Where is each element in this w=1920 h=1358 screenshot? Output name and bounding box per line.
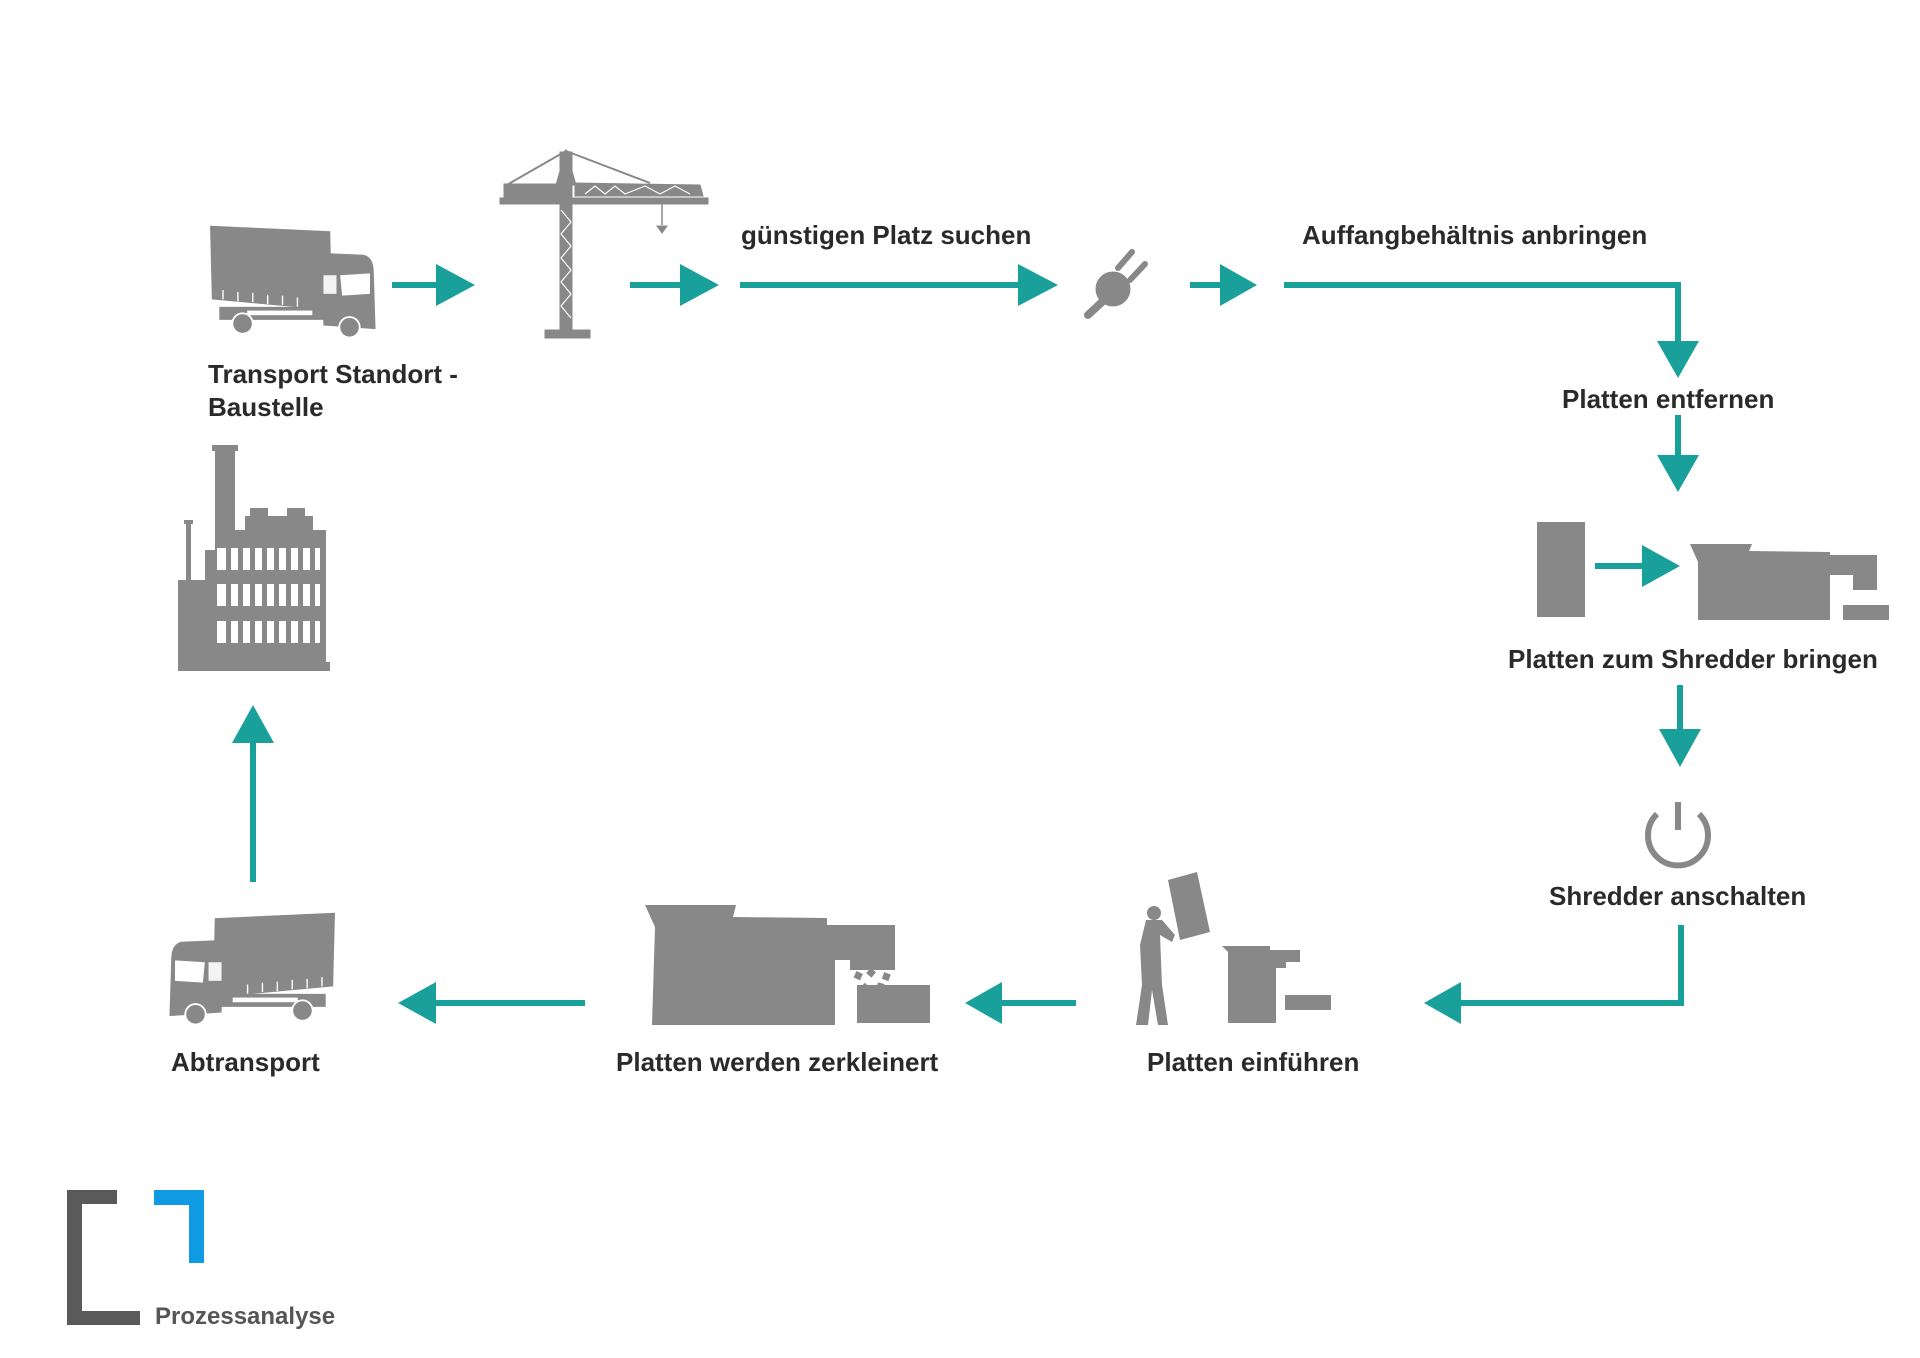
truck-icon xyxy=(209,224,377,339)
factory-icon xyxy=(178,445,330,671)
arrow-crane-to-place xyxy=(630,264,719,306)
step-label-container: Auffangbehältnis anbringen xyxy=(1302,220,1648,250)
crane-icon xyxy=(499,148,709,339)
logo-title: Prozessanalyse xyxy=(155,1303,336,1330)
step-label-insert: Platten einführen xyxy=(1147,1047,1360,1077)
plug-icon xyxy=(1084,249,1148,319)
arrow-remove-to-bring xyxy=(1657,415,1699,492)
step-label-remove: Platten entfernen xyxy=(1562,384,1775,414)
step-label-shred: Platten werden zerkleinert xyxy=(616,1047,939,1077)
arrow-plug-to-container xyxy=(1190,264,1257,306)
logo-bracket-gray xyxy=(67,1190,140,1325)
power-icon xyxy=(1645,802,1711,869)
step-label-removal: Abtransport xyxy=(171,1047,320,1077)
panel-to-shredder-icon xyxy=(1537,522,1889,620)
flow-arrows xyxy=(232,264,1701,1024)
panel-icon xyxy=(1537,522,1585,617)
step-label-power: Shredder anschalten xyxy=(1549,881,1807,911)
logo xyxy=(67,1190,204,1325)
step-label-transport-line2: Baustelle xyxy=(208,392,324,423)
arrow-panel-to-shredder xyxy=(1595,545,1680,587)
arrow-power-to-insert xyxy=(1424,925,1684,1024)
worker-shredder-icon xyxy=(1136,872,1331,1025)
shredder-icon xyxy=(1690,544,1889,620)
arrow-container-to-remove xyxy=(1284,282,1699,378)
arrow-removal-to-factory xyxy=(232,705,274,882)
logo-bracket-blue xyxy=(154,1190,204,1263)
arrow-shred-to-removal xyxy=(398,982,585,1024)
arrow-transport-to-crane xyxy=(392,264,475,306)
arrow-bring-to-power xyxy=(1659,685,1701,767)
step-label-place: günstigen Platz suchen xyxy=(741,220,1032,250)
arrow-insert-to-shred xyxy=(965,982,1076,1024)
truck-icon xyxy=(168,911,336,1026)
step-label-transport-line1: Transport Standort - xyxy=(208,359,458,389)
arrow-place-to-plug xyxy=(740,264,1058,306)
step-label-bring: Platten zum Shredder bringen xyxy=(1508,644,1878,674)
shredder-output-icon xyxy=(645,905,930,1025)
step-label-transport: Transport Standort - Baustelle xyxy=(208,358,458,425)
